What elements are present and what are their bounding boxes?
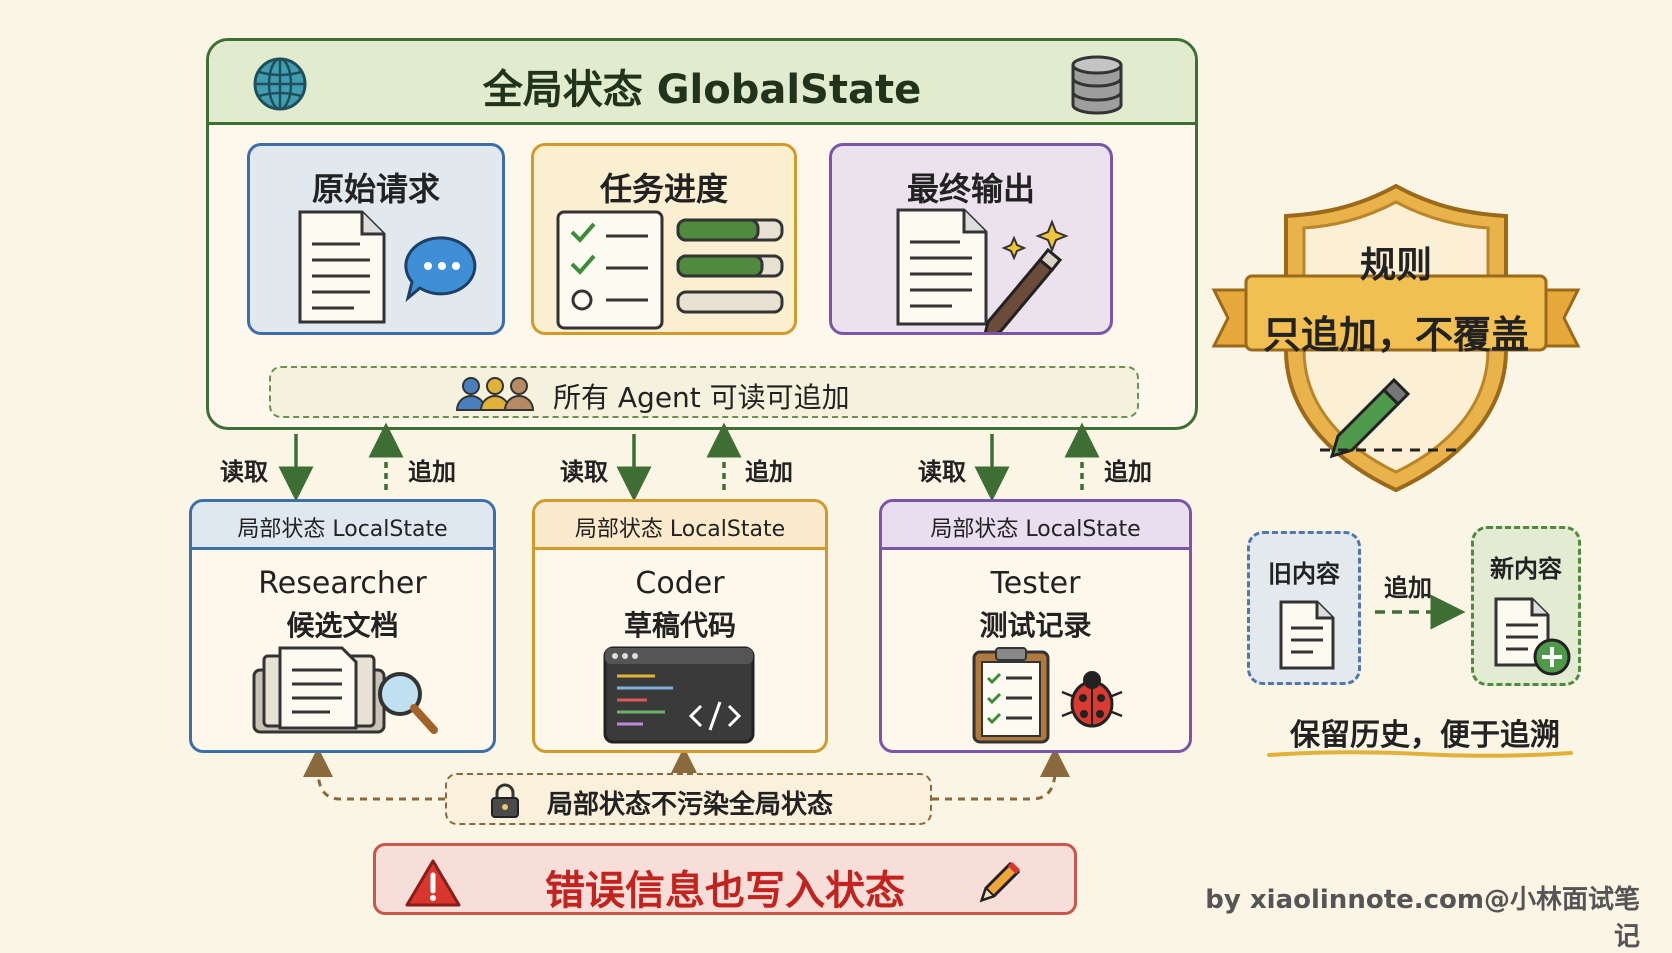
caption-underline <box>1267 750 1573 758</box>
isolation-note: 局部状态不污染全局状态 <box>445 773 932 825</box>
agent-data-researcher: 候选文档 <box>286 609 399 642</box>
rules-title: 规则 <box>1359 245 1432 286</box>
agents-access-text: 所有 Agent 可读可追加 <box>553 381 850 414</box>
task-progress-card: 任务进度 <box>531 143 797 335</box>
new-content-label: 新内容 <box>1490 555 1562 583</box>
task-progress-label: 任务进度 <box>599 170 728 208</box>
append-label-1: 追加 <box>408 458 456 486</box>
globe-icon <box>253 57 307 111</box>
original-request-card: 原始请求 <box>247 143 505 335</box>
rules-main-text: 只追加，不覆盖 <box>1262 313 1529 357</box>
agent-name-coder: Coder <box>635 566 725 601</box>
old-content-box: 旧内容 <box>1247 531 1361 685</box>
history-caption: 保留历史，便于追溯 <box>1290 718 1560 753</box>
agent-name-researcher: Researcher <box>258 566 427 601</box>
global-state-header: 全局状态 GlobalState <box>209 41 1195 125</box>
isolation-note-text: 局部状态不污染全局状态 <box>547 790 834 820</box>
isolation-arrow-left <box>303 747 445 801</box>
clipboard-bug-icon <box>972 647 1123 744</box>
global-state-panel: 全局状态 GlobalState 原始请求 任务进度 <box>206 38 1198 430</box>
database-icon <box>1071 55 1123 115</box>
read-label-1: 读取 <box>220 458 268 486</box>
checklist-progress-icon <box>556 210 784 330</box>
read-label-2: 读取 <box>560 458 608 486</box>
document-icon <box>1279 600 1335 670</box>
local-state-header-text: 局部状态 LocalState <box>237 517 448 542</box>
agent-data-coder: 草稿代码 <box>623 609 736 642</box>
local-state-coder: 局部状态 LocalState Coder 草稿代码 <box>532 499 828 753</box>
new-content-box: 新内容 <box>1471 526 1581 686</box>
local-state-header-text: 局部状态 LocalState <box>574 517 786 542</box>
local-state-header-text: 局部状态 LocalState <box>930 517 1141 542</box>
lock-icon <box>491 783 519 818</box>
history-append-label: 追加 <box>1384 574 1432 602</box>
warning-icon <box>405 859 461 907</box>
local-state-tester: 局部状态 LocalState Tester 测试记录 <box>879 499 1192 753</box>
document-add-icon <box>1494 597 1571 676</box>
code-editor-icon <box>603 646 755 744</box>
local-state-researcher: 局部状态 LocalState Researcher 候选文档 <box>189 499 496 753</box>
pencil-icon <box>979 861 1021 903</box>
document-pen-sparkle-icon <box>896 208 1069 332</box>
read-label-3: 读取 <box>918 458 966 486</box>
local-state-header: 局部状态 LocalState <box>882 502 1189 550</box>
global-state-title: 全局状态 GlobalState <box>482 67 922 113</box>
rules-shield <box>1211 183 1581 493</box>
error-note: 错误信息也写入状态 <box>373 843 1077 915</box>
isolation-arrow-right <box>932 747 1070 801</box>
document-chat-icon <box>298 210 477 324</box>
final-output-label: 最终输出 <box>906 170 1035 208</box>
final-output-card: 最终输出 <box>829 143 1113 335</box>
users-group-icon <box>455 377 535 411</box>
agent-name-tester: Tester <box>990 566 1081 601</box>
agent-data-tester: 测试记录 <box>979 609 1092 642</box>
original-request-label: 原始请求 <box>311 170 440 208</box>
credit-text: by xiaolinnote.com@小林面试笔记 <box>1205 885 1640 952</box>
local-state-header: 局部状态 LocalState <box>535 502 825 550</box>
error-note-text: 错误信息也写入状态 <box>545 868 905 914</box>
append-label-3: 追加 <box>1104 458 1152 486</box>
append-label-2: 追加 <box>745 458 793 486</box>
old-content-label: 旧内容 <box>1268 560 1340 588</box>
agents-access-bar: 所有 Agent 可读可追加 <box>269 366 1139 418</box>
local-state-header: 局部状态 LocalState <box>192 502 493 550</box>
documents-magnifier-icon <box>252 646 438 734</box>
